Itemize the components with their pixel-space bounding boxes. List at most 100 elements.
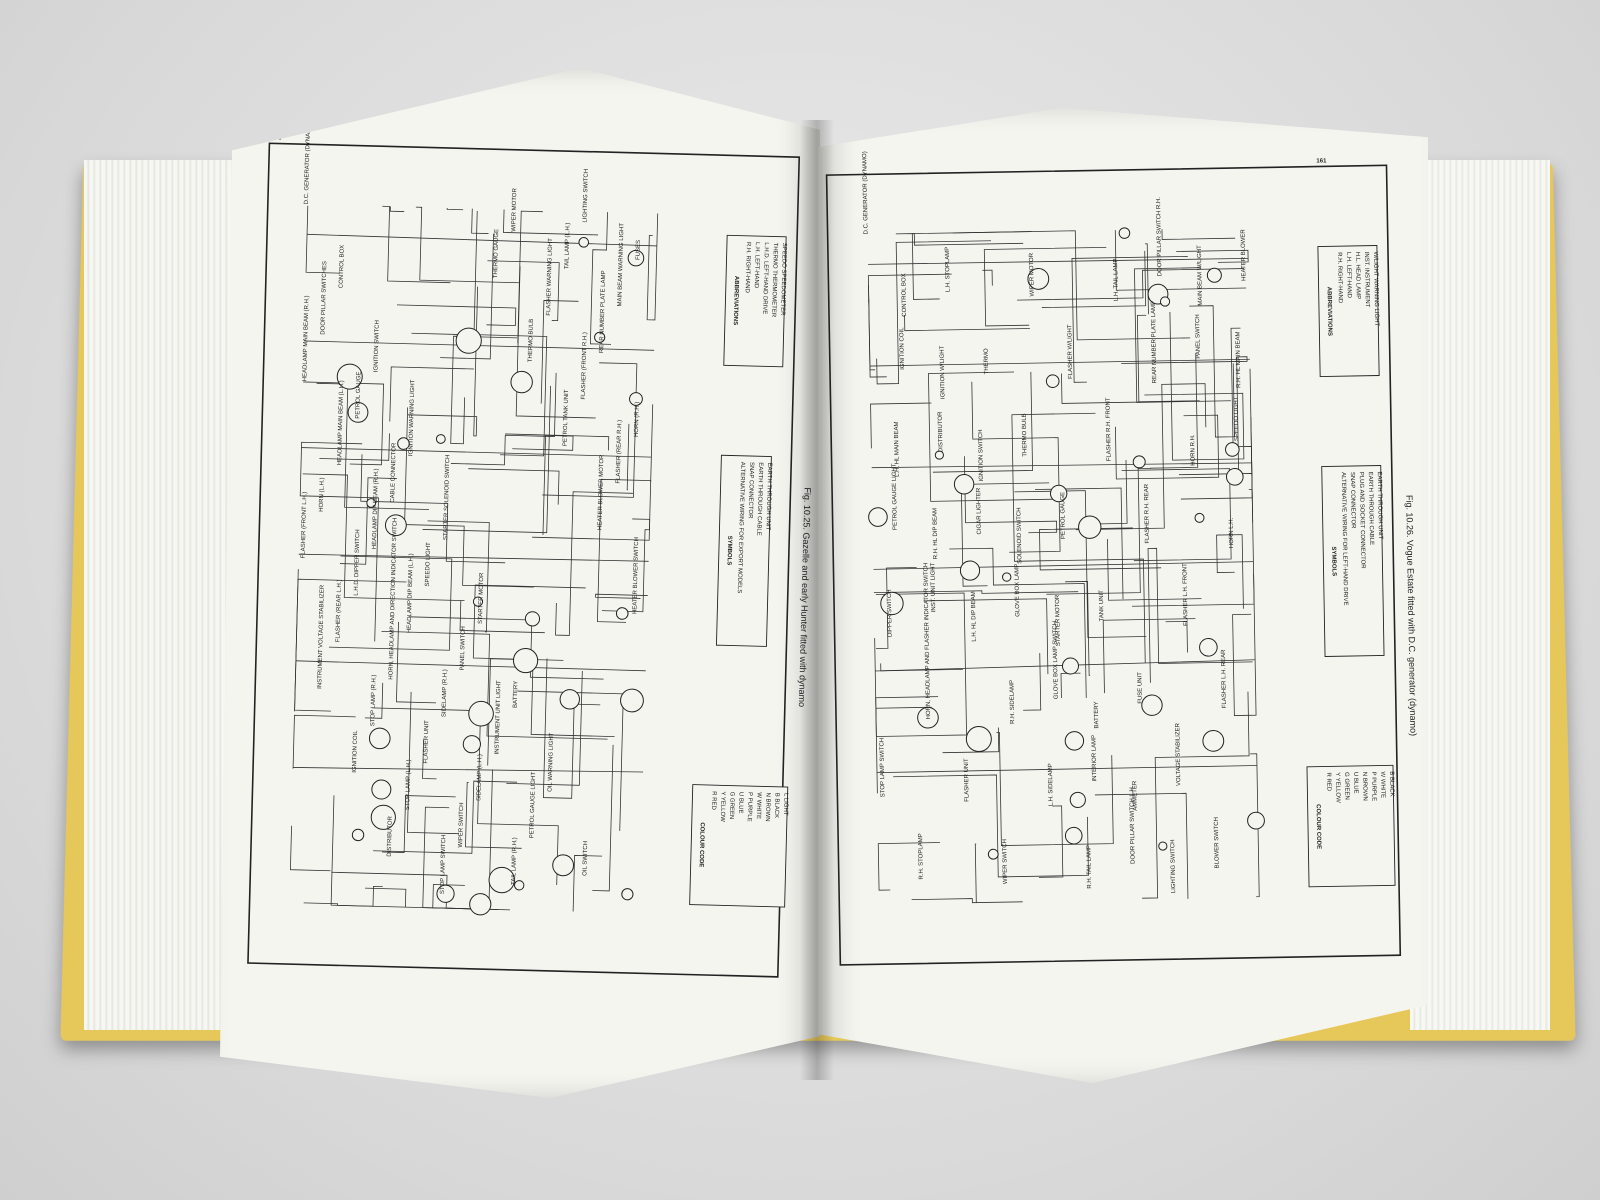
wire	[422, 739, 437, 780]
component-label: PETROL TANK UNIT	[563, 389, 570, 446]
symbols-table-title: SYMBOLS	[726, 536, 733, 566]
symbols-table-border	[1321, 465, 1385, 657]
wire	[382, 205, 451, 284]
component-label: L.H. HL MAIN BEAM	[894, 421, 901, 477]
page-number: 161	[1316, 158, 1327, 164]
component-symbol	[455, 327, 482, 354]
wire	[952, 230, 1191, 341]
wire	[983, 246, 1107, 327]
component-symbol	[1194, 512, 1205, 523]
colour-code-table-item: W WHITE	[755, 792, 762, 819]
component-symbol	[368, 727, 391, 750]
colour-code-table-title: COLOUR CODE	[1315, 804, 1322, 849]
component-symbol	[1225, 442, 1240, 457]
component-label: PETROL GAUGE	[1060, 492, 1067, 539]
component-symbol	[336, 363, 363, 390]
component-symbol	[1064, 731, 1085, 751]
wire	[592, 744, 614, 892]
wire	[328, 555, 453, 651]
component-label: FLASHER (FRONT L.H.)	[301, 492, 309, 559]
wire	[875, 706, 932, 794]
component-label: IGNITION COIL	[352, 730, 359, 773]
component-label: STOP LAMP SWITCH	[440, 835, 448, 894]
component-symbol	[462, 735, 481, 754]
component-label: LIGHTING SWITCH	[1170, 839, 1177, 893]
colour-code-table-item: B BLACK	[773, 793, 780, 819]
component-label: HORN R.H.	[1190, 434, 1197, 466]
component-label: FLASHER (FRONT R.H.)	[581, 332, 589, 400]
wire	[532, 518, 651, 541]
abbreviations-table-item: R.H. RIGHT-HAND	[744, 242, 751, 294]
component-symbol	[472, 596, 484, 607]
wire	[1165, 620, 1188, 653]
wire	[1071, 256, 1188, 383]
component-label: IGNITION WARNING LIGHT	[408, 379, 416, 456]
component-label: HEADLAMP MAIN BEAM (R.H.)	[302, 295, 310, 381]
component-label: L.H.D. DIPPER SWITCH	[354, 529, 362, 595]
colour-code-table-title: COLOUR CODE	[698, 822, 705, 867]
wire	[1142, 691, 1250, 899]
component-symbol	[1061, 657, 1079, 675]
wire	[305, 205, 339, 274]
wire	[932, 371, 1033, 473]
component-label: DISTRIBUTOR	[387, 815, 394, 856]
component-label: R.H. SIDELAMP	[1009, 680, 1016, 724]
component-label: IGNITION COIL	[899, 327, 906, 370]
component-label: HEATER BLOWER	[1241, 229, 1248, 281]
abbreviations-table-item: INST. INSTRUMENT	[1363, 252, 1370, 308]
wire	[1145, 243, 1149, 315]
component-symbol	[435, 434, 446, 444]
wire	[396, 621, 437, 704]
component-label: IGNITION W/LIGHT	[940, 345, 947, 399]
component-label: HORN (L.H.)	[319, 477, 326, 511]
abbreviations-table-item: THERMO THERMOMETER	[770, 242, 778, 317]
wire	[365, 887, 407, 908]
abbreviations-table-item: H.L. HEAD LAMP	[1354, 252, 1361, 299]
component-symbol	[1118, 227, 1131, 239]
wire	[381, 630, 608, 740]
wire	[928, 371, 1060, 502]
symbols-table-item: EARTH THROUGH UNIT	[1376, 471, 1383, 539]
abbreviations-table-item: W/LIGHT WARNING LIGHT	[1372, 251, 1379, 326]
wire	[1121, 468, 1232, 562]
component-symbol	[513, 880, 525, 891]
wire	[542, 658, 601, 799]
component-symbol	[371, 779, 392, 800]
colour-code-table-item: G GREEN	[1343, 772, 1349, 800]
left-wiring-diagram: 160D.C. GENERATOR (DYNAMO)CONTROL BOXIGN…	[247, 121, 813, 978]
component-label: INSTRUMENT VOLTAGE STABILIZER	[317, 584, 326, 689]
component-symbol	[1247, 811, 1265, 830]
colour-code-table-item: B BLACK	[1388, 771, 1394, 796]
wire	[1102, 618, 1196, 694]
component-symbol	[366, 498, 377, 508]
wire	[1134, 267, 1231, 403]
component-symbol	[397, 437, 410, 450]
component-label: HORN (R.H.)	[634, 402, 641, 437]
component-label: L.H. SIDELAMP	[1048, 763, 1055, 806]
abbreviations-table-item: SPEEDO SPEEDOMETER	[779, 243, 787, 316]
component-symbol	[1064, 826, 1083, 845]
component-label: WIPER SWITCH	[458, 802, 465, 847]
colour-code-table-item: U BLUE	[737, 792, 744, 814]
colour-code-table-item: Y YELLOW	[1334, 772, 1341, 803]
component-label: TANK UNIT	[1099, 590, 1106, 622]
wire	[974, 843, 977, 903]
component-symbol	[559, 689, 580, 710]
wire	[868, 285, 876, 371]
component-symbol	[469, 893, 492, 916]
component-symbol	[1069, 791, 1086, 809]
wire	[371, 707, 559, 885]
wire	[646, 213, 659, 321]
wire	[893, 774, 1089, 878]
symbols-table-item: EARTH THROUGH UNIT	[764, 462, 772, 530]
bus-wire	[868, 257, 1249, 265]
wire	[876, 240, 992, 385]
component-label: HEATER BLOWER MOTOR	[597, 454, 605, 530]
wire	[1061, 373, 1148, 404]
wire	[540, 300, 579, 404]
component-label: GLOVE BOX LAMP	[1014, 564, 1021, 617]
